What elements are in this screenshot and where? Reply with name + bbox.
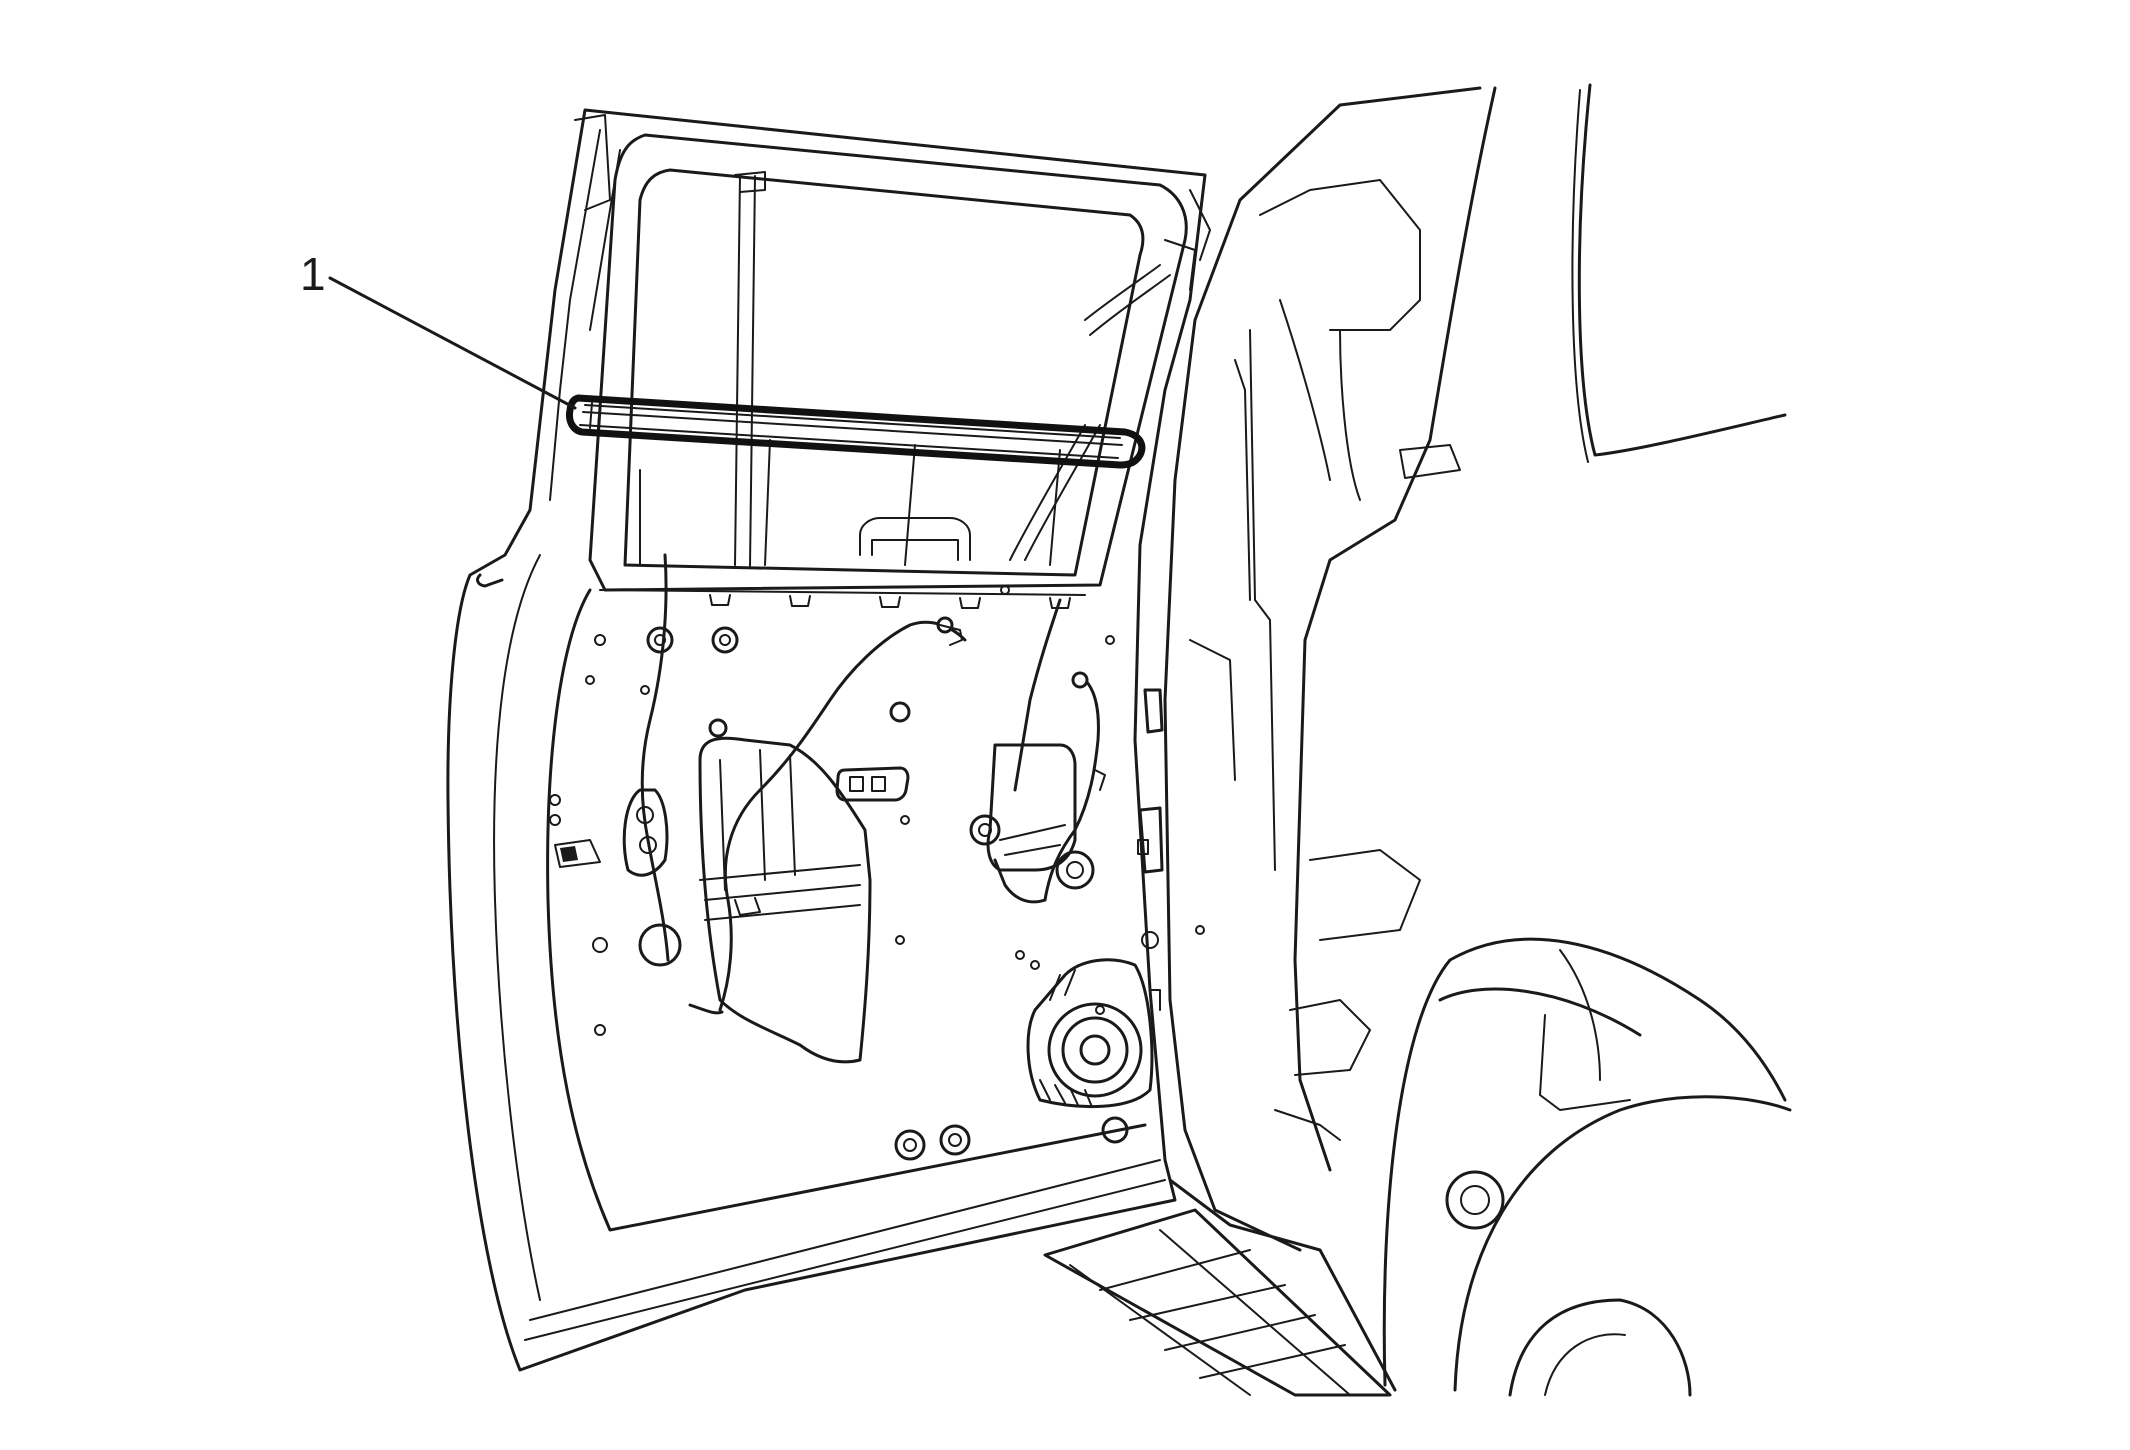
callout-1: 1: [300, 248, 577, 410]
callout-leader-line: [328, 276, 577, 410]
callout-number: 1: [300, 248, 326, 300]
rear-door: [446, 108, 1211, 1372]
vehicle-body: [1043, 83, 1792, 1397]
